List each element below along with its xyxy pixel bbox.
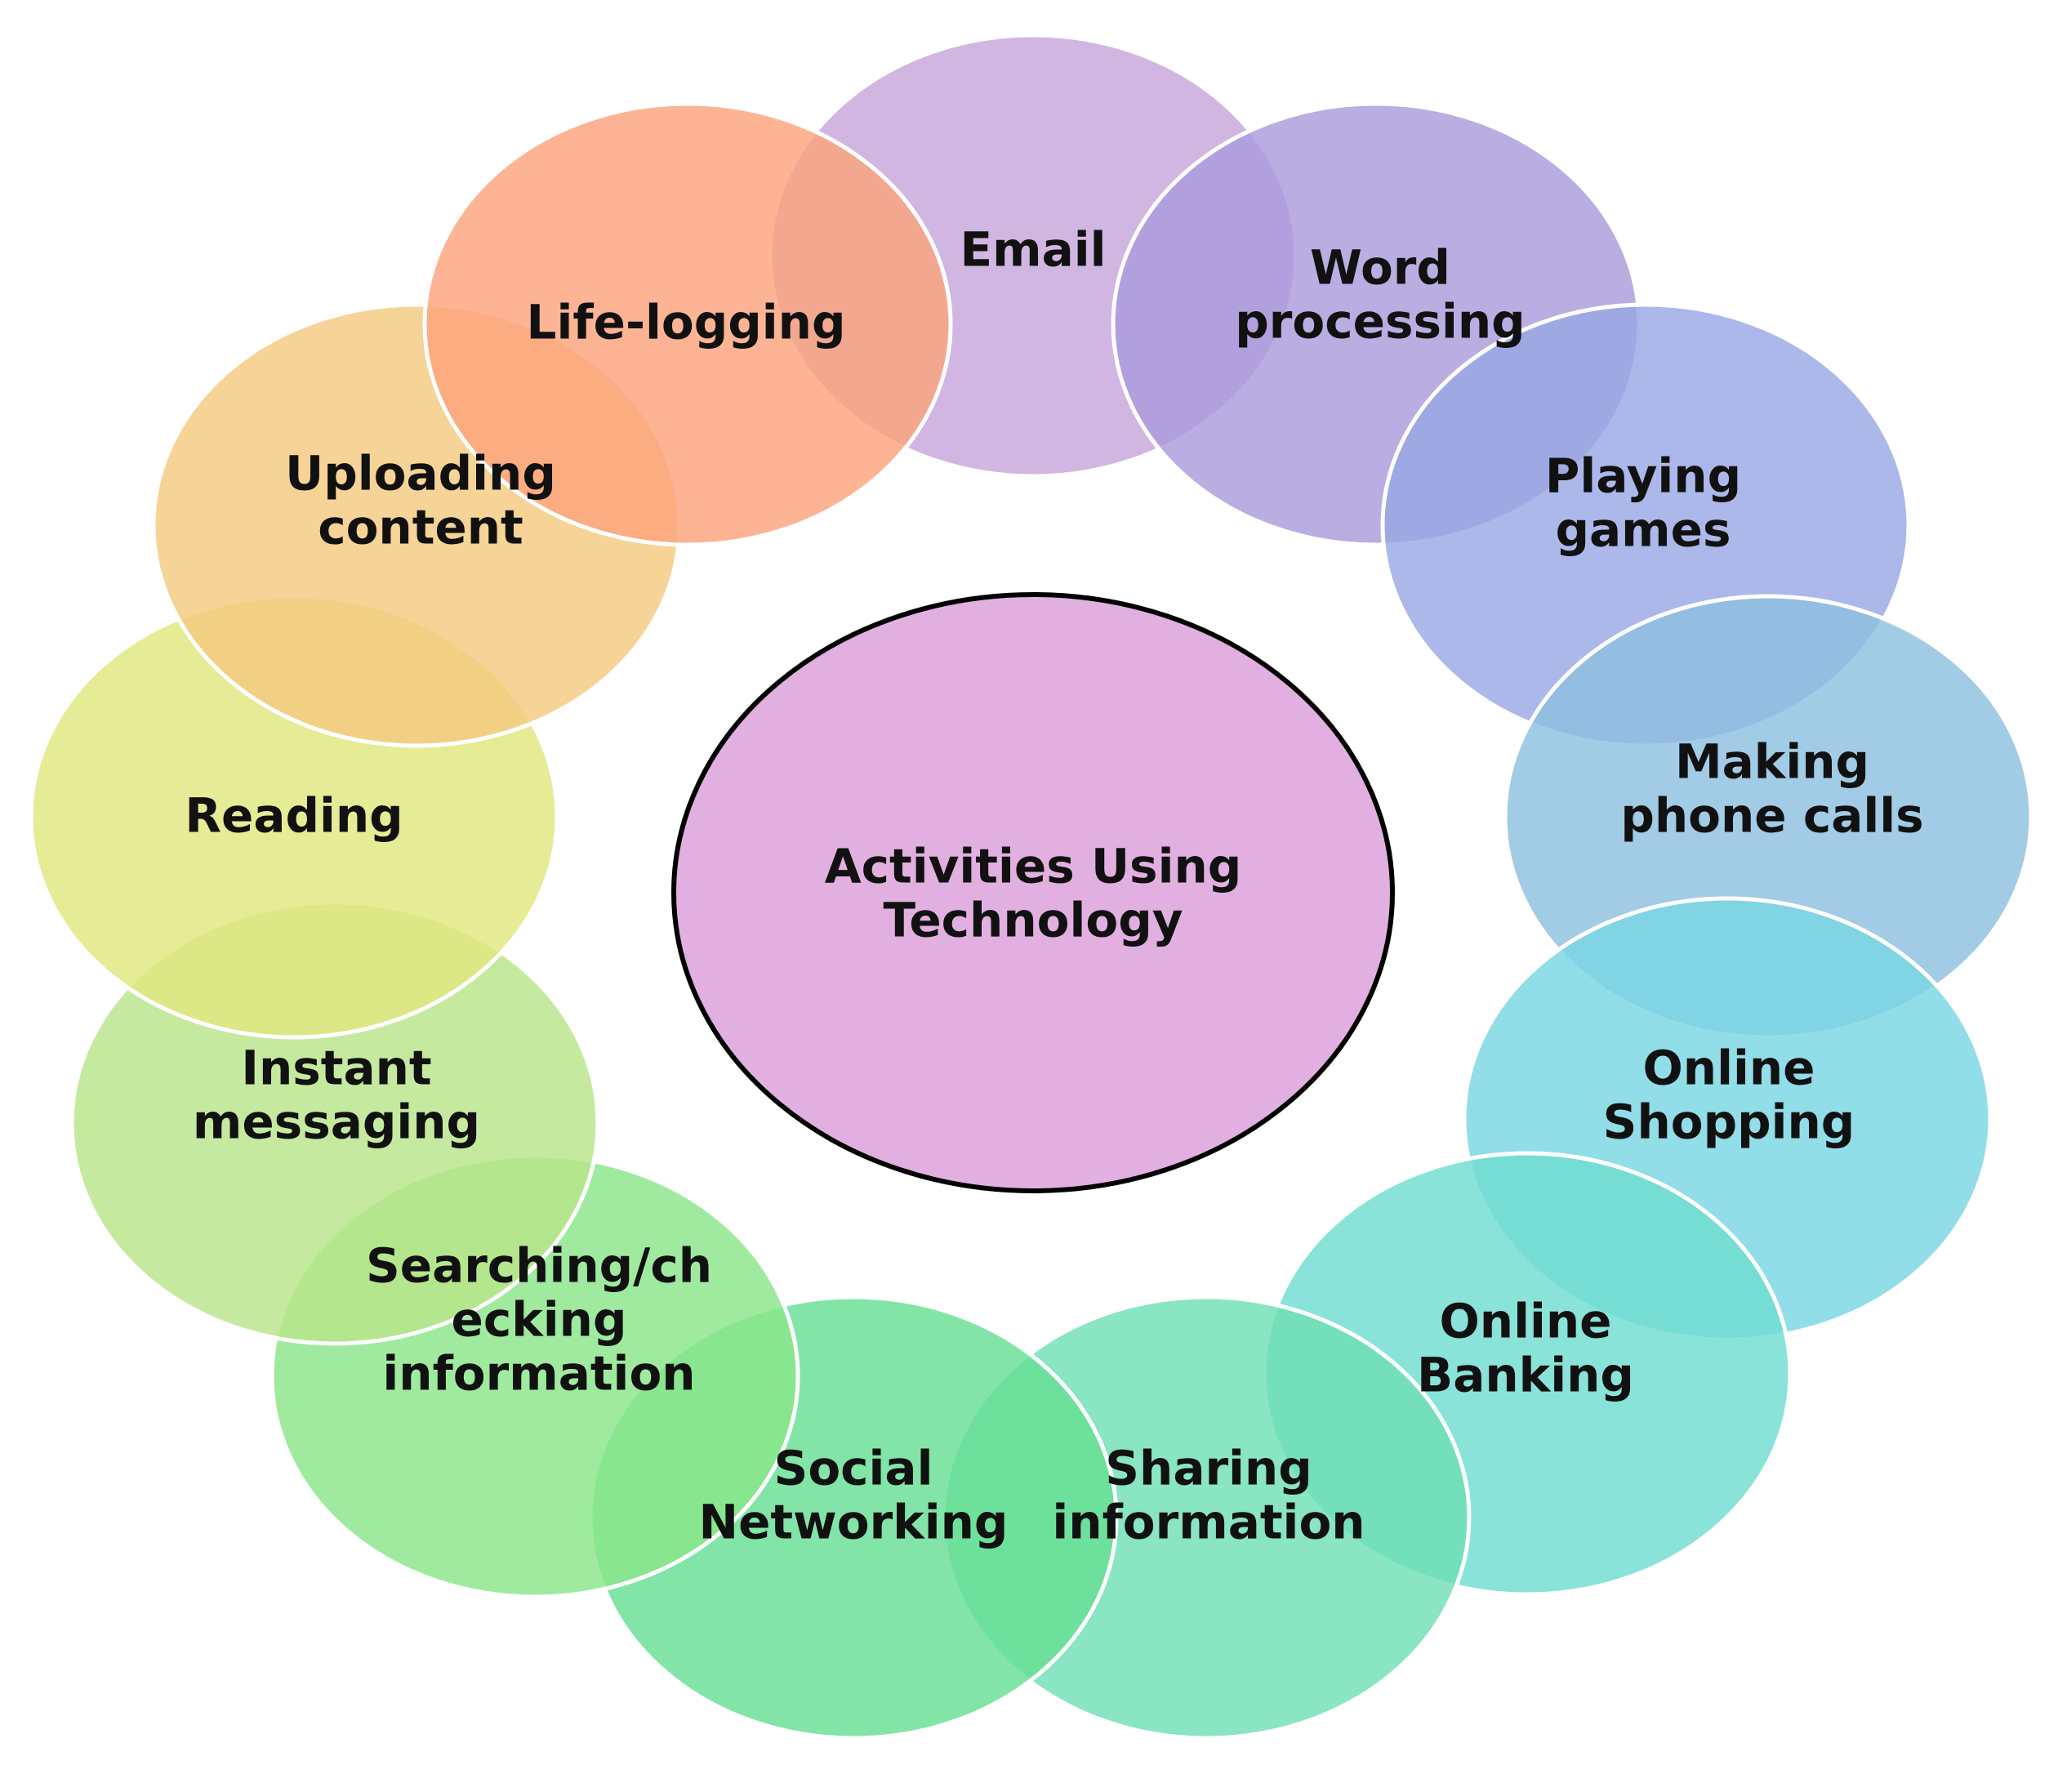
petal-phone-label-line: phone calls [1620, 787, 1923, 843]
petal-word-label-line: processing [1235, 293, 1525, 349]
petal-instant-label-line: Instant [241, 1040, 431, 1095]
petal-social-label-line: Social [774, 1440, 933, 1496]
petal-email-label: Email [960, 221, 1107, 277]
petal-phone-label-line: Making [1675, 733, 1869, 789]
center-title-line: Technology [883, 892, 1183, 947]
petal-searching-label-line: Searching/ch [366, 1237, 712, 1293]
center-title-line: Activities Using [825, 838, 1242, 894]
petal-lifelogging-circle [422, 101, 953, 547]
petal-lifelogging-label-line: Life-logging [527, 294, 846, 350]
petal-searching-label-line: information [382, 1345, 695, 1401]
petal-social-label-line: Networking [699, 1494, 1009, 1549]
petal-instant-label-line: messaging [193, 1094, 480, 1149]
petal-lifelogging-label: Life-logging [527, 294, 846, 350]
petal-uploading-label-line: Uploading [285, 445, 556, 501]
petal-reading-label: Reading [185, 787, 403, 843]
petal-searching-label-line: ecking [452, 1291, 627, 1347]
center-circle [671, 592, 1395, 1193]
petal-banking-label-line: Online [1440, 1293, 1612, 1348]
petal-uploading-label-line: content [318, 499, 523, 555]
petal-banking-label-line: Banking [1417, 1347, 1634, 1402]
petal-email-label-line: Email [960, 221, 1107, 277]
petal-circles [29, 33, 2034, 1741]
petal-games-label-line: Playing [1545, 448, 1741, 503]
petal-shopping-label-line: Online [1643, 1040, 1815, 1095]
petal-shopping-label-line: Shopping [1603, 1094, 1855, 1149]
petal-reading-label-line: Reading [185, 787, 403, 843]
petal-games-label-line: games [1556, 501, 1731, 557]
petal-sharing-label-line: Sharing [1105, 1440, 1312, 1496]
petal-sharing-label-line: information [1052, 1494, 1365, 1549]
petal-word-label-line: Word [1310, 239, 1450, 295]
